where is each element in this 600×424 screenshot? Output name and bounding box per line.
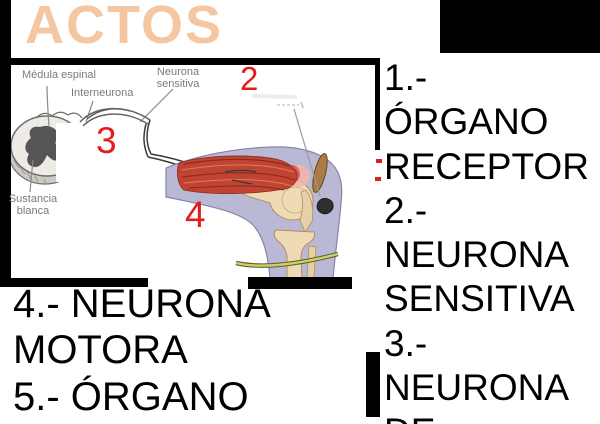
quadriceps-muscle [177,155,298,195]
label-interneurona: Interneurona [71,87,134,99]
marker-2: 2 [240,60,259,97]
label-sustancia-blanca-line2: blanca [16,205,50,217]
rim-hatching [13,159,47,185]
nerve-arcs [79,107,151,127]
label-neurona-sensitiva-line1: Neurona [156,66,200,78]
right-panel-line: SENSITIVA [384,278,575,320]
sustancia-pointer-line [29,159,34,193]
nerve-branch-tips [224,169,257,185]
frame-vertical-line [375,62,380,150]
frame-left-strip [0,0,11,287]
bottom-panel-line: 4.- NEURONA [13,282,271,326]
bottom-text-panel: 4.- NEURONA MOTORA 5.- ÓRGANO [13,281,373,420]
right-text-panel: 1.- ÓRGANO RECEPTOR 2.- NEURONA SENSITIV… [384,56,600,424]
frame-bottom-bar-left [8,278,148,287]
right-panel-line: RECEPTOR [384,145,589,187]
right-panel-line: DE [384,410,600,424]
hammer-head [316,198,334,215]
patellar-tendon [299,189,314,233]
frame-top-bar [0,58,380,65]
muscle-striations [181,158,296,191]
gray-matter [25,125,62,167]
right-panel-line: ÓRGANO [384,101,549,143]
frame-top-right-block [440,0,600,53]
right-panel-line: 1.- [384,57,428,98]
reflex-arc-illustration [8,85,343,279]
medula-pointer-line [46,85,50,127]
bottom-panel-line: MOTORA [13,328,188,373]
right-panel-line: NEURONA [384,367,570,409]
bottom-panel-line: 5.- ÓRGANO [13,374,249,419]
frame-bottom-right-bar [366,352,380,417]
hammer-motion-line [293,108,321,197]
page-title: ACTOS [25,0,224,55]
label-medula-espinal: Médula espinal [22,69,96,81]
white-overlay-box [56,123,168,182]
faint-smudge [251,94,298,99]
red-dash [376,159,382,163]
dorsal-bumps [35,111,83,119]
red-dash [375,177,381,181]
label-neurona-sensitiva-line2: sensitiva [156,78,200,90]
right-panel-line: 3.- [384,322,428,364]
label-neurona-sensitiva: Neurona sensitiva [152,66,204,90]
marker-3: 3 [96,120,117,161]
motor-nerve [235,252,339,267]
right-panel-line: NEURONA [384,234,570,276]
label-sustancia-blanca: Sustancia blanca [4,193,62,217]
label-sustancia-blanca-line1: Sustancia [8,193,58,205]
marker-4: 4 [185,194,206,235]
faint-tick [300,101,304,109]
frame-bottom-bar-right [248,277,352,289]
right-panel-line: 2.- [384,189,428,231]
